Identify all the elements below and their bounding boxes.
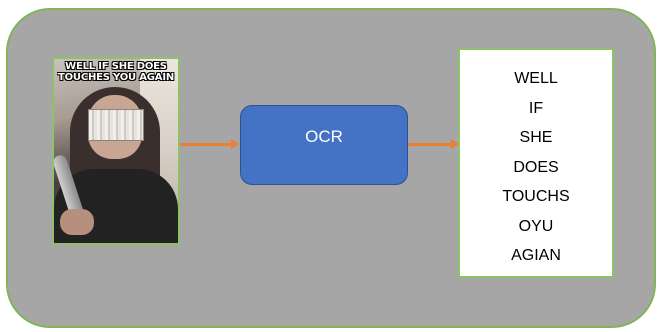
arrow-to-output [408, 139, 459, 149]
output-line-4: DOES [513, 158, 559, 176]
meme-caption: WELL IF SHE DOES TOUCHES YOU AGAIN [54, 61, 178, 83]
ocr-label: OCR [305, 127, 343, 146]
censor-box [88, 109, 144, 141]
arrow-to-ocr [180, 139, 239, 149]
meme-caption-line-2: TOUCHES YOU AGAIN [57, 72, 175, 83]
meme-image: WELL IF SHE DOES TOUCHES YOU AGAIN [52, 57, 180, 245]
output-line-7: AGIAN [511, 247, 561, 264]
output-line-1: WELL [514, 70, 558, 87]
ocr-process-box: OCR [240, 105, 408, 185]
output-line-3: SHE [519, 129, 553, 146]
meme-hand [60, 209, 94, 235]
output-line-6: OYU [518, 217, 554, 235]
output-line-5: TOUCHS [502, 188, 570, 205]
output-line-2: IF [528, 99, 544, 117]
meme-caption-line-1: WELL IF SHE DOES [65, 61, 167, 72]
ocr-output-box: WELL IF SHE DOES TOUCHS OYU AGIAN [458, 48, 614, 278]
